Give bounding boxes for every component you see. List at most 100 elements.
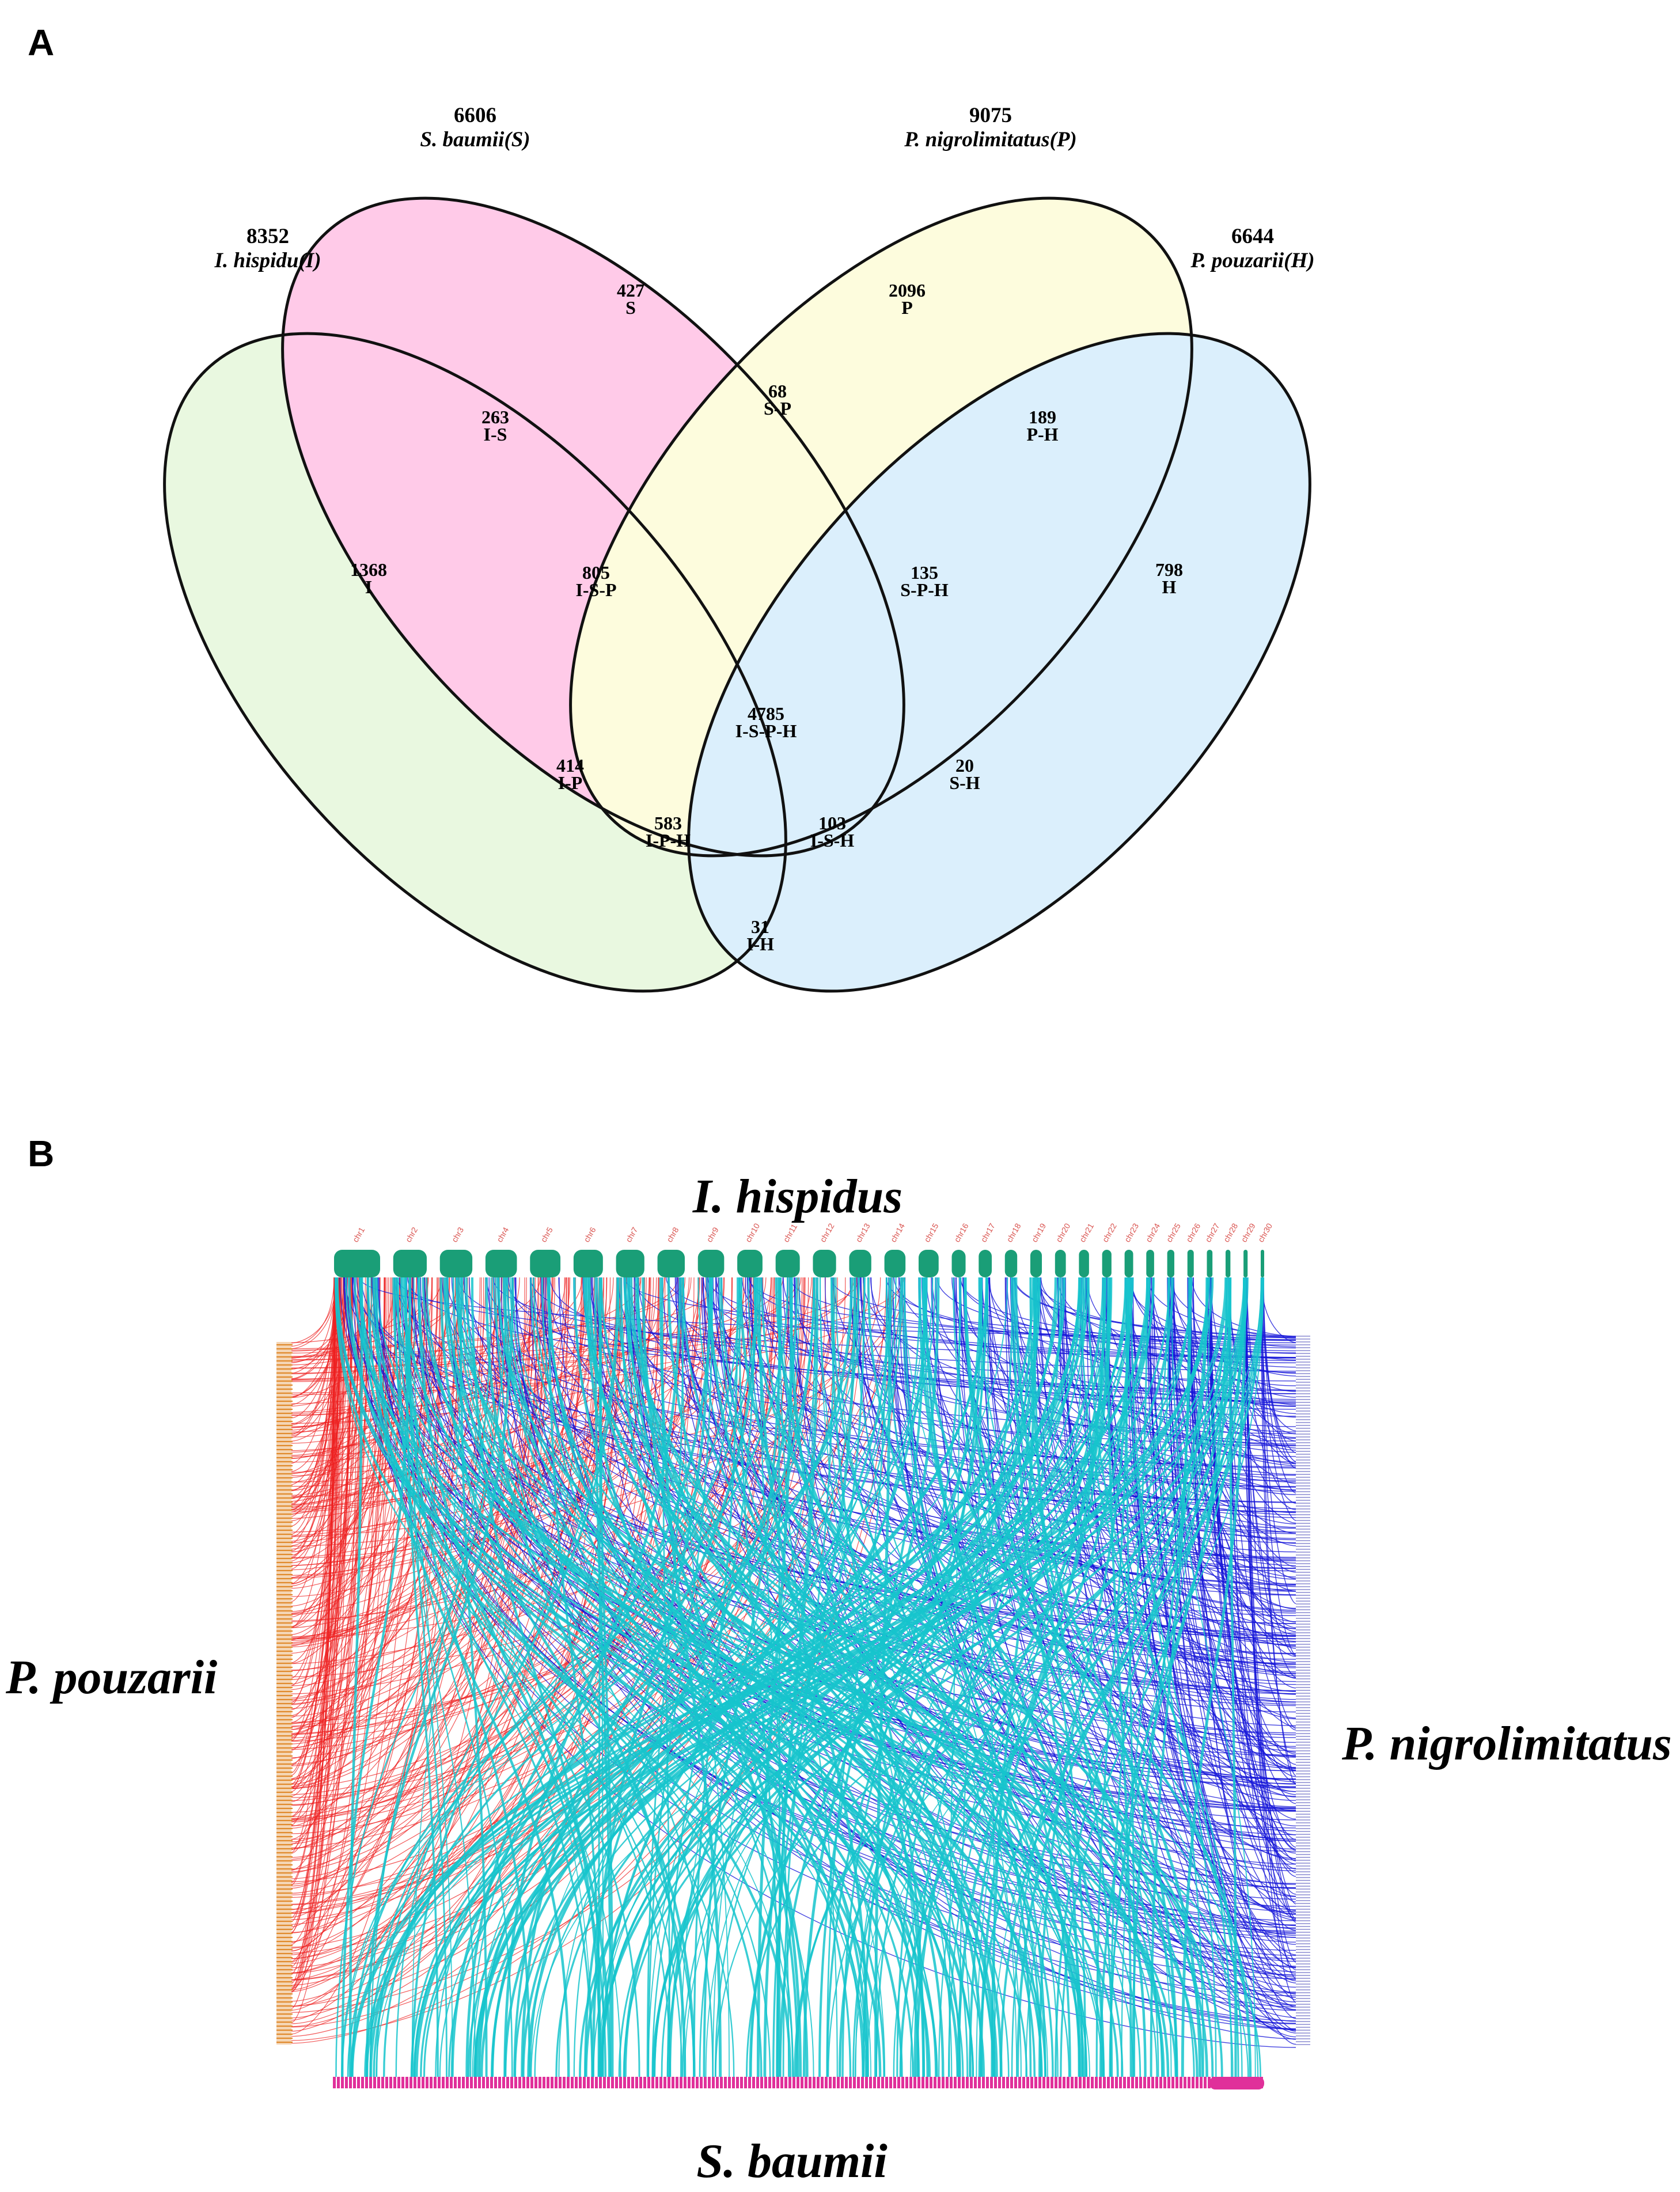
synteny-link-right [1210, 1277, 1296, 1877]
venn-region-label: I [365, 577, 372, 597]
bottom-bar-tick [1192, 2077, 1194, 2088]
chromosome-label: chr29 [1239, 1222, 1257, 1244]
chromosome-label: chr1 [351, 1226, 367, 1244]
chromosome-block-chr21 [1079, 1250, 1089, 1277]
synteny-link-bottom [404, 1277, 439, 2077]
venn-region-label: I-P-H [646, 830, 691, 851]
synteny-link-bottom [471, 1277, 602, 2077]
synteny-link-bottom [503, 1277, 682, 2077]
bottom-bar-tick [1200, 2077, 1203, 2088]
synteny-link-right [394, 1277, 1296, 1467]
venn-region-label: S-P [764, 398, 791, 419]
venn-region-count: 31 [751, 916, 769, 937]
synteny-link-bottom [738, 1277, 780, 2077]
synteny-link-left [291, 1277, 644, 1894]
chromosome-label: chr14 [889, 1222, 907, 1244]
synteny-link-bottom [661, 1277, 670, 2077]
bottom-bar-tick [1147, 2077, 1150, 2088]
venn-region-count: 135 [911, 562, 938, 583]
bottom-bar-tick [635, 2077, 638, 2088]
bottom-bar-tick [1063, 2077, 1065, 2088]
bottom-bar-tick [885, 2077, 888, 2088]
venn-region-label: I-H [746, 934, 774, 954]
bottom-bar-tick [514, 2077, 517, 2088]
bottom-bar-tick [422, 2077, 424, 2088]
bottom-bar-tick [998, 2077, 1001, 2088]
bottom-bar-tick [792, 2077, 795, 2088]
synteny-link-bottom [874, 1277, 892, 2077]
synteny-link-bottom [413, 1277, 453, 2077]
bottom-bar-tick [1099, 2077, 1102, 2088]
bottom-bar-tick [732, 2077, 735, 2088]
bottom-bar-tick [946, 2077, 949, 2088]
bottom-bar-tick [990, 2077, 993, 2088]
synteny-link-right [1125, 1277, 1296, 1984]
synteny-link-right [926, 1277, 1296, 1482]
venn-set-count: 6644 [1231, 225, 1274, 248]
venn-region-label: I-S-P-H [735, 720, 797, 741]
venn-region-count: 103 [818, 813, 846, 833]
synteny-link-right [413, 1277, 1296, 1959]
bottom-bar-tick [978, 2077, 981, 2088]
chromosome-block-chr27 [1207, 1250, 1213, 1277]
bottom-bar-tick [672, 2077, 674, 2088]
bottom-bar-tick [784, 2077, 787, 2088]
bottom-bar-tick [543, 2077, 545, 2088]
synteny-link-bottom [383, 1277, 860, 2077]
synteny-link-right [1087, 1277, 1296, 1386]
venn-region-count: 427 [617, 280, 644, 301]
left-bar-background [276, 1342, 291, 2045]
bottom-bar-tick [962, 2077, 965, 2088]
bottom-bar-tick [716, 2077, 719, 2088]
bottom-bar-tick [780, 2077, 783, 2088]
bottom-bar-tick [563, 2077, 566, 2088]
synteny-link-bottom [921, 1277, 1084, 2077]
synteny-link-bottom [1099, 1277, 1231, 2077]
synteny-link-bottom [351, 1277, 789, 2077]
synteny-link-bottom [875, 1277, 1062, 2077]
bottom-bar-tick [704, 2077, 707, 2088]
bottom-bar-tick [1095, 2077, 1098, 2088]
synteny-link-bottom [573, 1277, 869, 2077]
synteny-link-bottom [1025, 1277, 1264, 2077]
synteny-link-left [291, 1277, 340, 2009]
synteny-link-bottom [999, 1277, 1232, 2077]
bottom-bar-tick [1167, 2077, 1170, 2088]
chromosome-block-chr28 [1225, 1250, 1231, 1277]
bottom-bar-tick [579, 2077, 582, 2088]
chromosome-block-chr22 [1102, 1250, 1112, 1277]
bottom-bar-tick [526, 2077, 529, 2088]
bottom-bar-tick [668, 2077, 670, 2088]
synteny-link-right [400, 1277, 1296, 1784]
chromosome-label: chr15 [922, 1222, 940, 1244]
bottom-bar-tick [680, 2077, 682, 2088]
synteny-link-right [1102, 1277, 1296, 1835]
synteny-link-bottom [548, 1277, 852, 2077]
p-pouzarii-chromosome-bar [276, 1342, 293, 2045]
synteny-link-bottom [896, 1277, 1014, 2077]
synteny-link-bottom [666, 1277, 1081, 2077]
synteny-link-bottom [456, 1277, 1199, 2077]
synteny-link-bottom [699, 1277, 921, 2077]
bottom-bar-tick [1059, 2077, 1061, 2088]
bottom-bar-tick [950, 2077, 953, 2088]
bottom-bar-tick [454, 2077, 457, 2088]
synteny-link-bottom [901, 1277, 1017, 2077]
synteny-link-right [1057, 1277, 1296, 1827]
bottom-bar-tick [877, 2077, 880, 2088]
synteny-link-bottom [573, 1277, 814, 2077]
bottom-bar-tick [522, 2077, 525, 2088]
venn-set-count: 9075 [969, 104, 1012, 127]
bottom-bar-tick [381, 2077, 384, 2088]
chromosome-label: chr8 [665, 1226, 681, 1244]
bottom-bar-tick [345, 2077, 348, 2088]
synteny-link-bottom [530, 1277, 994, 2077]
bottom-bar-tick [1010, 2077, 1013, 2088]
bottom-bar-tick [518, 2077, 521, 2088]
bottom-bar-tick [361, 2077, 364, 2088]
bottom-bar-tick [905, 2077, 908, 2088]
synteny-link-bottom [830, 1277, 925, 2077]
panel-a-label: A [28, 22, 54, 63]
venn-set-count: 6606 [454, 104, 496, 127]
